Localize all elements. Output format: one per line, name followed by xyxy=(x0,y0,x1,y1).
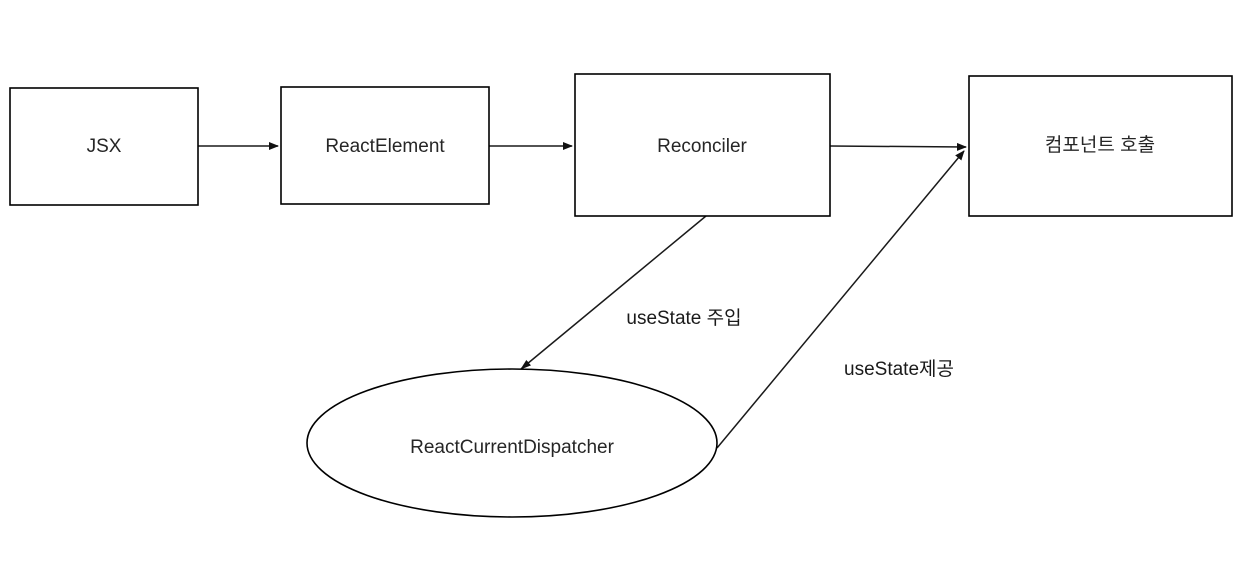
edge-line xyxy=(829,142,967,151)
node-react-current-dispatcher-ellipse[interactable] xyxy=(306,368,718,518)
edge-label-usestate-injection: useState 주입 xyxy=(626,307,741,329)
node-react-current-dispatcher-label: ReactCurrentDispatcher xyxy=(410,437,614,458)
node-component-call-label: 컴포넌트 호출 xyxy=(1045,134,1155,156)
node-jsx-label: JSX xyxy=(87,136,122,157)
node-component-call[interactable]: 컴포넌트 호출 xyxy=(968,75,1233,217)
node-jsx[interactable]: JSX xyxy=(9,87,199,206)
node-reconciler[interactable]: Reconciler xyxy=(574,73,831,217)
node-react-element[interactable]: ReactElement xyxy=(280,86,490,205)
edge-line xyxy=(716,150,965,449)
node-reconciler-label: Reconciler xyxy=(657,136,747,157)
node-react-element-label: ReactElement xyxy=(325,136,445,157)
edge-reconciler-to-component-call xyxy=(829,142,967,151)
edge-reconciler-to-dispatcher xyxy=(520,215,707,370)
node-reconciler-box[interactable] xyxy=(574,73,831,217)
node-jsx-box[interactable] xyxy=(9,87,199,206)
node-react-element-box[interactable] xyxy=(280,86,490,205)
node-component-call-box[interactable] xyxy=(968,75,1233,217)
edge-line xyxy=(520,215,707,370)
edge-label-usestate-provide: useState제공 xyxy=(844,358,954,380)
node-react-current-dispatcher[interactable]: ReactCurrentDispatcher xyxy=(306,368,718,518)
edge-dispatcher-to-component-call xyxy=(716,150,965,449)
